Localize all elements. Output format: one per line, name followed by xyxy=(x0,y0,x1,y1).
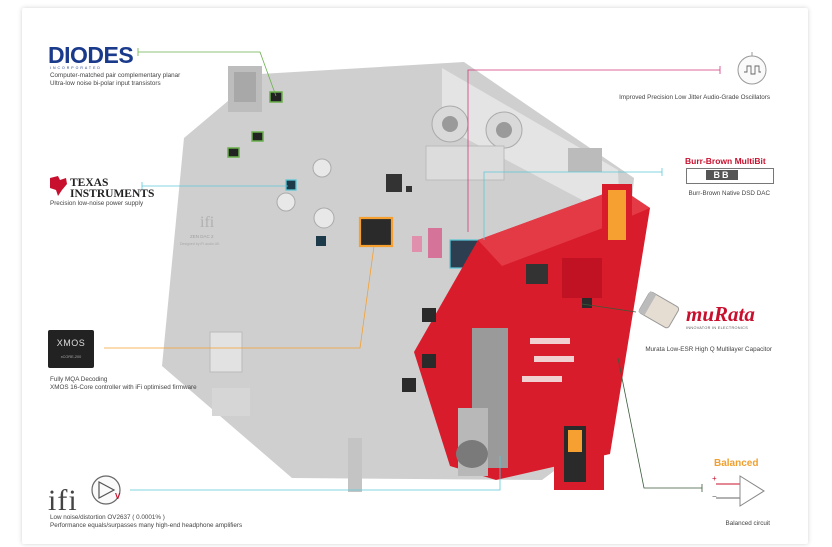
burr-brown-logo-mark xyxy=(706,170,738,180)
ti-logo-line1: TEXAS xyxy=(70,177,109,189)
diodes-highlight-2 xyxy=(251,131,264,142)
capacitor-3 xyxy=(312,158,332,178)
resistor-array-3 xyxy=(522,376,562,382)
ifi-caption-2: Performance equals/surpasses many high-e… xyxy=(50,522,243,529)
balanced-callout-line xyxy=(617,357,702,489)
burr-brown-logo-title: Burr-Brown MultiBit xyxy=(685,156,766,166)
volume-knob-shaft xyxy=(348,438,362,492)
oscillator-icon xyxy=(737,55,767,85)
board-sub-label: Designed by iFi audio UK xyxy=(180,242,220,246)
ti-logo-line2: INSTRUMENTS xyxy=(70,188,155,200)
jack-socket xyxy=(456,440,488,468)
oscillator-area xyxy=(428,228,442,258)
bb-callout-line xyxy=(483,171,662,240)
xmos-callout-line xyxy=(104,245,375,349)
xmos-logo-sub: xCORE-200 xyxy=(60,355,82,359)
murata-caption: Murata Low-ESR High Q Multilayer Capacit… xyxy=(645,346,772,353)
diodes-logo-sub: INCORPORATED xyxy=(50,66,102,70)
capacitor-terminal-icon xyxy=(638,291,657,316)
ifi-logo: ifi xyxy=(48,484,78,517)
capacitor-1 xyxy=(276,192,296,212)
resistor-array-2 xyxy=(534,356,574,362)
balanced-connector-bottom-pins xyxy=(568,430,582,452)
resistor-array-1 xyxy=(530,338,570,344)
board-brand-mark: ifi xyxy=(200,214,215,231)
murata-logo: muRata xyxy=(686,302,755,326)
diodes-transistor-3 xyxy=(228,148,239,157)
balanced-connector-top-pins xyxy=(608,190,626,240)
diodes-logo: DIODES xyxy=(48,42,134,68)
silk-area xyxy=(562,258,602,298)
front-connector-base xyxy=(212,388,250,416)
oscillator-caption: Improved Precision Low Jitter Audio-Grad… xyxy=(619,94,770,101)
capacitor-2 xyxy=(313,207,335,229)
rca-connector-left-core xyxy=(442,116,458,132)
rca-connector-right-core xyxy=(496,122,512,138)
usb-connector-inner xyxy=(234,72,256,102)
murata-logo-sub: INNOVATOR IN ELECTRONICS xyxy=(686,326,749,330)
diodes-highlight-1 xyxy=(269,91,283,103)
ifi-caption-1: Low noise/distortion OV2637 ( 0.0001% ) xyxy=(50,514,165,521)
murata-callout-line xyxy=(581,303,637,313)
balanced-title: Balanced xyxy=(714,458,759,469)
diodes-transistor-1 xyxy=(270,92,282,102)
front-connector xyxy=(209,331,243,373)
small-ic xyxy=(316,236,326,246)
amp-ic-2 xyxy=(422,308,436,322)
balanced-minus-sign: − xyxy=(712,492,717,501)
board-end-panel xyxy=(442,68,620,220)
xmos-caption-2: XMOS 16-Core controller with iFi optimis… xyxy=(50,384,197,391)
balanced-circuit-icon xyxy=(708,470,762,510)
diodes-caption-1: Computer-matched pair complementary plan… xyxy=(50,72,181,79)
amplifier-triangle-icon xyxy=(98,481,116,499)
ic-u1 xyxy=(386,174,402,192)
diodes-transistor-2 xyxy=(252,132,263,141)
texas-instruments-icon xyxy=(50,176,67,196)
square-wave-icon xyxy=(744,65,761,75)
ic-u2 xyxy=(406,186,412,192)
board-model-label: ZEN DAC 2 xyxy=(190,234,214,239)
oscillator-callout-line xyxy=(467,69,720,232)
xmos-logo: XMOS xyxy=(56,338,86,348)
pcb-illustration xyxy=(50,48,767,510)
balanced-triangle-icon xyxy=(739,475,765,507)
burr-brown-caption: Burr-Brown Native DSD DAC xyxy=(688,190,770,197)
burr-brown-logo-letters: BB xyxy=(713,170,731,180)
amplifier-v-label: V xyxy=(115,492,121,501)
4-pin-connector xyxy=(425,145,505,181)
amp-ic-3 xyxy=(422,354,436,368)
ti-regulator-chip xyxy=(285,179,297,191)
ifi-callout-line xyxy=(130,456,501,491)
xmos-caption-1: Fully MQA Decoding xyxy=(50,376,108,383)
amp-ic-1 xyxy=(526,264,548,284)
amp-ic-4 xyxy=(402,378,416,392)
balanced-caption: Balanced circuit xyxy=(725,520,770,527)
diodes-highlight-3 xyxy=(227,147,240,158)
diodes-callout-line xyxy=(138,51,277,97)
xmos-chip xyxy=(358,216,394,248)
diodes-caption-2: Ultra-low noise bi-polar input transisto… xyxy=(50,80,161,87)
oscillator-area-2 xyxy=(412,236,422,252)
amp-ic-5 xyxy=(582,298,592,308)
xmos-logo-box: XMOS xCORE-200 xyxy=(48,330,94,368)
ti-caption: Precision low-noise power supply xyxy=(50,200,144,207)
balanced-plus-sign: + xyxy=(712,474,717,483)
diagram-stage: DIODES INCORPORATED Computer-matched pai… xyxy=(22,8,808,544)
power-jack xyxy=(568,148,602,172)
feature-card: DIODES INCORPORATED Computer-matched pai… xyxy=(22,8,808,544)
